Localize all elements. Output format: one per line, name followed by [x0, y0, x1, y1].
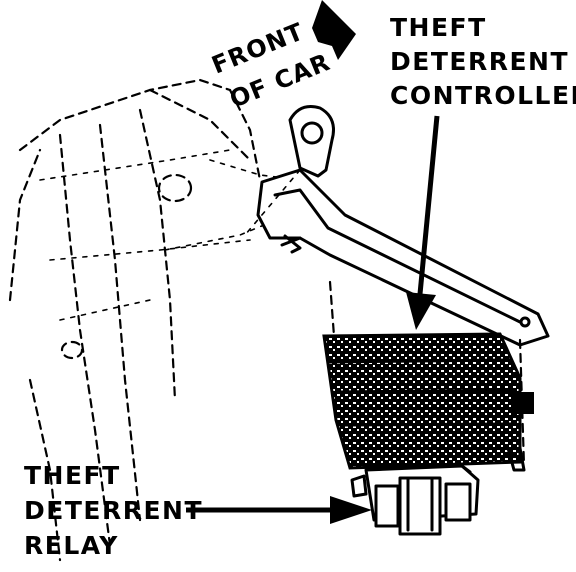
relay-label: THEFT DETERRENT RELAY	[24, 461, 203, 560]
front-of-car-arrow	[312, 0, 356, 60]
controller-label-line2: DETERRENT	[390, 47, 569, 76]
relay-label-line3: RELAY	[24, 531, 119, 560]
relay-label-line1: THEFT	[24, 461, 121, 490]
controller-leader-arrow	[406, 115, 440, 330]
controller-label-line1: THEFT	[390, 13, 487, 42]
controller-label-line3: CONTROLLER	[390, 81, 576, 110]
relay-label-line2: DETERRENT	[24, 496, 203, 525]
controller-label: THEFT DETERRENT CONTROLLER	[390, 13, 576, 110]
car-structure-outline	[8, 78, 301, 562]
controller-module	[322, 280, 534, 472]
mounting-bracket	[244, 105, 550, 347]
relay-leader-arrow	[186, 496, 372, 524]
relay-module	[350, 464, 480, 536]
